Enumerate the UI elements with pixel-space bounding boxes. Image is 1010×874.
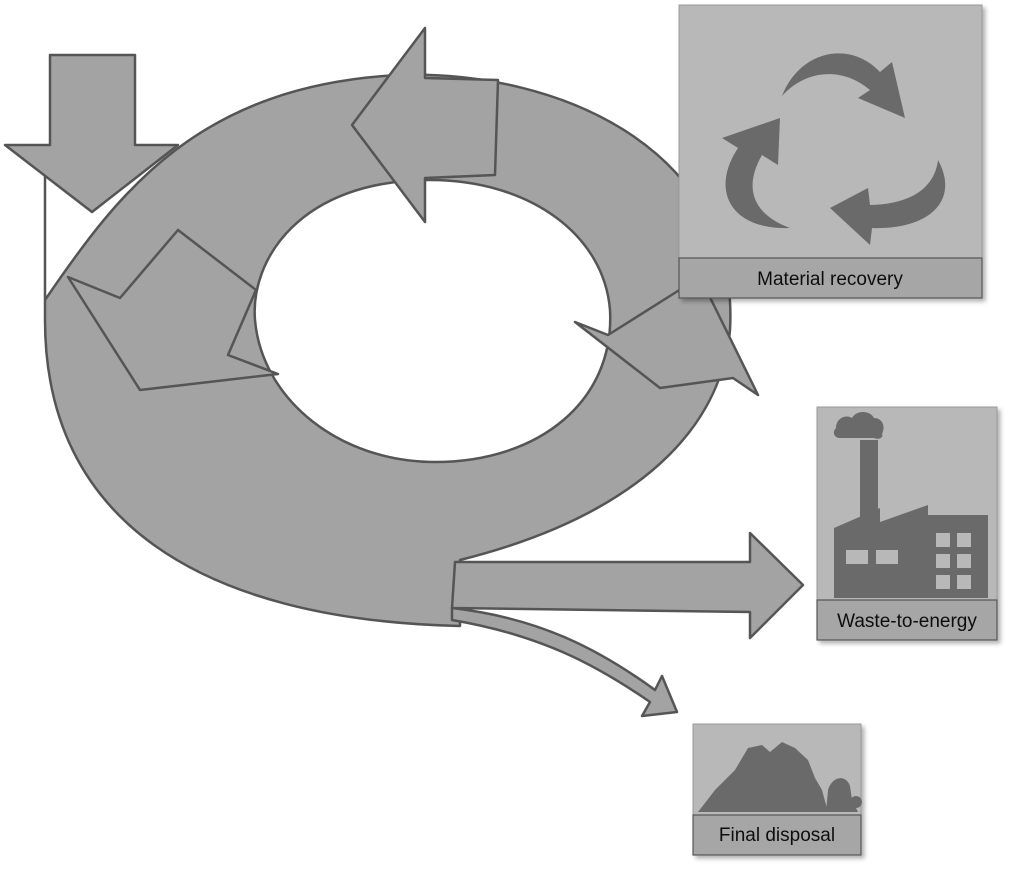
ring-arrow-left (66, 228, 280, 392)
ring-arrow-top (350, 26, 500, 224)
final-disposal-label: Final disposal (719, 825, 835, 846)
landfill-icon (698, 742, 862, 812)
waste-to-energy-label: Waste-to-energy (837, 611, 977, 632)
ring-arrow-right (573, 275, 760, 397)
recycle-icon (722, 53, 946, 245)
waste-to-energy-arrow (450, 531, 805, 640)
material-recovery-label: Material recovery (757, 269, 903, 290)
final-disposal-box: Final disposal (692, 723, 862, 856)
material-recovery-box: Material recovery (678, 4, 983, 299)
factory-icon (833, 412, 988, 598)
input-down-arrow (3, 53, 180, 214)
final-disposal-arrow (450, 606, 679, 718)
waste-to-energy-box: Waste-to-energy (816, 406, 998, 641)
circular-flow-ring (43, 73, 732, 628)
